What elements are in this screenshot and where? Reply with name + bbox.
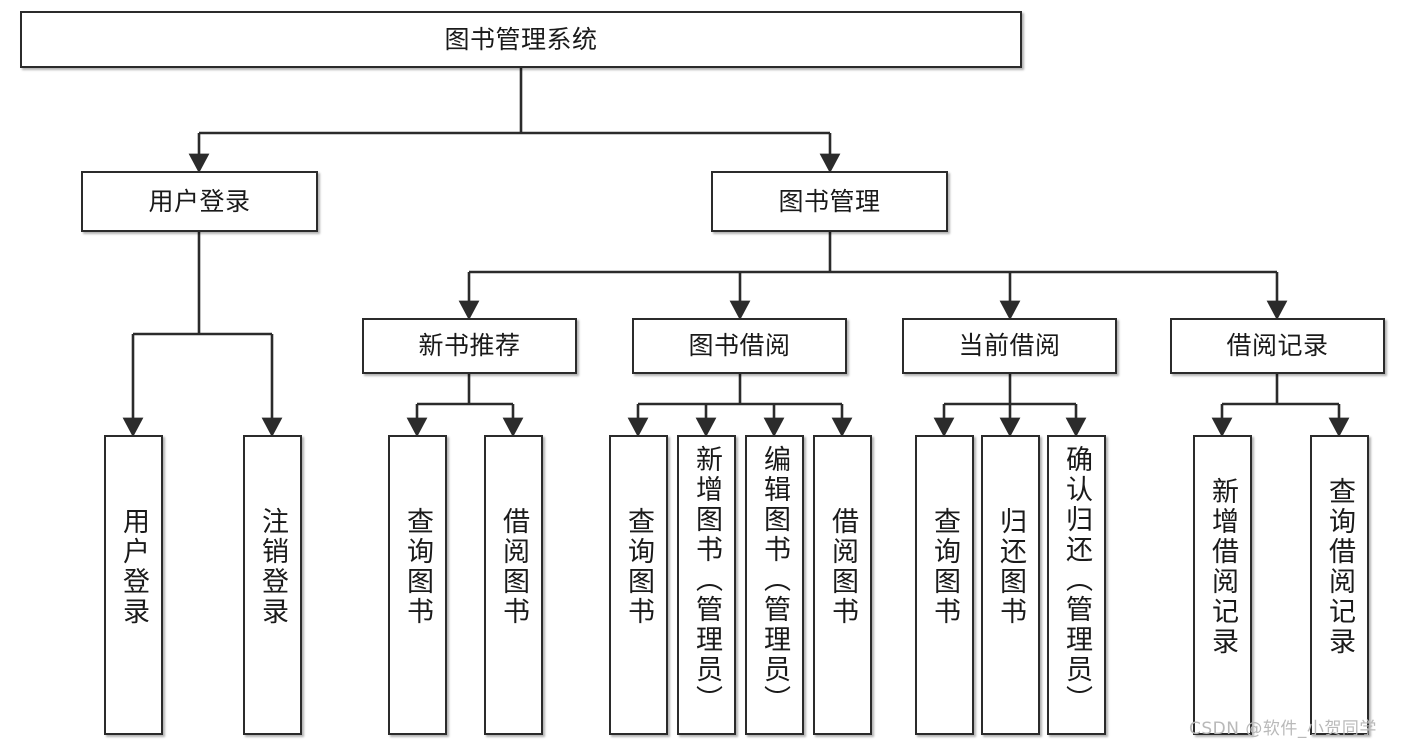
node-leaf-add-record-label: 新增借阅记录 xyxy=(1207,477,1238,657)
node-leaf-logout-login-label: 注销登录 xyxy=(257,507,288,627)
node-leaf-query-book-3-label: 查询图书 xyxy=(929,507,960,627)
node-user-login[interactable]: 用户登录 xyxy=(81,171,318,232)
node-leaf-query-record-label: 查询借阅记录 xyxy=(1324,477,1355,657)
node-leaf-query-book-1[interactable]: 查询图书 xyxy=(388,435,447,735)
node-leaf-confirm-return[interactable]: 确认归还（管理员） xyxy=(1047,435,1106,735)
node-leaf-query-book-2-label: 查询图书 xyxy=(623,507,654,627)
node-root[interactable]: 图书管理系统 xyxy=(20,11,1022,68)
node-leaf-query-record[interactable]: 查询借阅记录 xyxy=(1310,435,1369,735)
node-borrow-record-label: 借阅记录 xyxy=(1226,331,1329,360)
node-leaf-borrow-book-2-label: 借阅图书 xyxy=(827,507,858,627)
node-leaf-borrow-book-2[interactable]: 借阅图书 xyxy=(813,435,872,735)
node-leaf-query-book-3[interactable]: 查询图书 xyxy=(915,435,974,735)
node-leaf-add-record[interactable]: 新增借阅记录 xyxy=(1193,435,1252,735)
node-borrow-record[interactable]: 借阅记录 xyxy=(1170,318,1385,374)
node-book-manage-label: 图书管理 xyxy=(778,186,881,216)
csdn-watermark: CSDN @软件_小贺同学 xyxy=(1189,719,1377,739)
node-book-borrow[interactable]: 图书借阅 xyxy=(632,318,847,374)
node-book-borrow-label: 图书借阅 xyxy=(688,331,791,360)
node-leaf-user-login[interactable]: 用户登录 xyxy=(104,435,163,735)
node-root-label: 图书管理系统 xyxy=(444,24,598,54)
node-leaf-query-book-2[interactable]: 查询图书 xyxy=(609,435,668,735)
node-leaf-borrow-book-1[interactable]: 借阅图书 xyxy=(484,435,543,735)
node-leaf-edit-book-label: 编辑图书（管理员） xyxy=(759,445,790,715)
node-leaf-add-book-label: 新增图书（管理员） xyxy=(691,445,722,715)
node-leaf-add-book[interactable]: 新增图书（管理员） xyxy=(677,435,736,735)
node-leaf-logout-login[interactable]: 注销登录 xyxy=(243,435,302,735)
node-leaf-user-login-label: 用户登录 xyxy=(118,507,149,627)
node-new-book-recommend-label: 新书推荐 xyxy=(418,331,521,360)
node-book-manage[interactable]: 图书管理 xyxy=(711,171,948,232)
node-leaf-query-book-1-label: 查询图书 xyxy=(402,507,433,627)
node-leaf-borrow-book-1-label: 借阅图书 xyxy=(498,507,529,627)
node-leaf-edit-book[interactable]: 编辑图书（管理员） xyxy=(745,435,804,735)
node-new-book-recommend[interactable]: 新书推荐 xyxy=(362,318,577,374)
node-leaf-return-book-label: 归还图书 xyxy=(995,507,1026,627)
node-current-borrow-label: 当前借阅 xyxy=(958,331,1061,360)
node-leaf-return-book[interactable]: 归还图书 xyxy=(981,435,1040,735)
node-current-borrow[interactable]: 当前借阅 xyxy=(902,318,1117,374)
node-user-login-label: 用户登录 xyxy=(148,186,251,216)
node-leaf-confirm-return-label: 确认归还（管理员） xyxy=(1061,445,1092,715)
